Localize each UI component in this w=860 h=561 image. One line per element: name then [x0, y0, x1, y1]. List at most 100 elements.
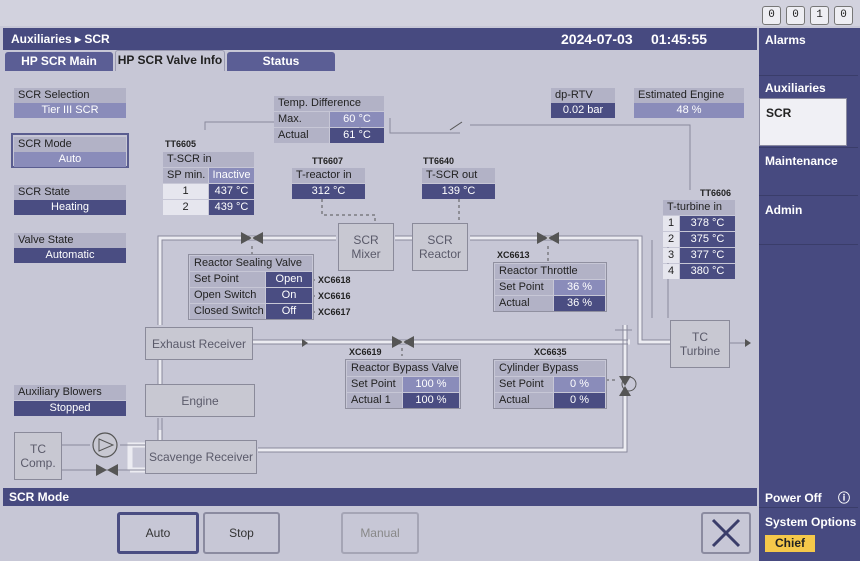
throttle-valve-tag: XC6613 — [497, 250, 530, 260]
breadcrumb: Auxiliaries ▸ SCR — [11, 32, 110, 46]
sidebar-item-alarms[interactable]: Alarms — [759, 28, 858, 76]
tscr-out-value: 139 °C — [422, 184, 495, 199]
tab-status[interactable]: Status — [227, 52, 335, 71]
cyl-bypass-valve-title: Cylinder Bypass Valve — [495, 361, 605, 389]
counter-1: 0 — [762, 6, 781, 25]
tscr-in-sp-label: SP min. — [163, 168, 208, 183]
manual-button[interactable]: Manual — [341, 512, 419, 554]
sidebar-item-admin[interactable]: Admin — [759, 197, 858, 245]
power-icon: ⓘ — [837, 491, 850, 505]
tscr-in-title: T-SCR in — [163, 152, 254, 167]
exhaust-receiver-block: Exhaust Receiver — [145, 327, 253, 360]
sealing-setpoint-value: Open — [266, 272, 312, 287]
tscr-in-row-2-num: 2 — [163, 200, 208, 215]
throttle-setpoint-label: Set Point — [495, 280, 553, 295]
tturbine-in-tag: TT6606 — [700, 188, 732, 198]
bypass-actual-label: Actual 1 — [347, 393, 402, 408]
tscr-out-title: T-SCR out — [422, 168, 495, 183]
scr-selection-value[interactable]: Tier III SCR — [14, 103, 126, 118]
power-off-button[interactable]: Power Off ⓘ — [759, 488, 858, 508]
scavenge-receiver-block: Scavenge Receiver — [145, 440, 257, 474]
cyl-bypass-valve-tag: XC6635 — [534, 347, 567, 357]
tturbine-row-4-num: 4 — [663, 264, 679, 279]
tc-comp-block: TC Comp. — [14, 432, 62, 480]
scr-selection-label: SCR Selection — [14, 88, 126, 103]
throttle-setpoint-value: 36 % — [554, 280, 605, 295]
engine-load-label: Estimated Engine Load — [634, 88, 744, 116]
sealing-closed-switch-tag: XC6617 — [318, 307, 351, 317]
counter-2: 0 — [786, 6, 805, 25]
temp-diff-title: Temp. Difference — [274, 96, 384, 111]
throttle-valve-title: Reactor Throttle Valve — [495, 264, 605, 292]
temp-diff-max-value[interactable]: 60 °C — [330, 112, 384, 127]
scr-state-value: Heating — [14, 200, 126, 215]
temp-diff-max-label: Max. — [274, 112, 329, 127]
tscr-out-tag: TT6640 — [423, 156, 455, 166]
system-options-label: System Options — [765, 515, 857, 529]
top-bar: 0 0 1 0 — [0, 0, 860, 26]
throttle-actual-value: 36 % — [554, 296, 605, 311]
scr-mode-value: Auto — [14, 152, 126, 167]
auto-button[interactable]: Auto — [117, 512, 199, 554]
tturbine-in-title: T-turbine in — [663, 200, 735, 215]
date: 2024-07-03 — [561, 31, 633, 47]
close-icon — [711, 518, 741, 548]
time: 01:45:55 — [651, 31, 708, 47]
dp-rtv-value: 0.02 bar — [551, 103, 615, 118]
sealing-open-switch-label: Open Switch — [190, 288, 265, 303]
cyl-bypass-actual-value: 0 % — [554, 393, 605, 408]
tab-hp-scr-valve-info[interactable]: HP SCR Valve Info — [115, 50, 225, 71]
power-off-label: Power Off — [765, 491, 822, 505]
user-badge: Chief — [765, 535, 815, 552]
tturbine-row-4-value: 380 °C — [680, 264, 735, 279]
tab-bar: HP SCR Main HP SCR Valve Info Status — [3, 50, 757, 71]
tscr-in-row-1-num: 1 — [163, 184, 208, 199]
cyl-bypass-setpoint-label: Set Point — [495, 377, 553, 392]
treactor-in-title: T-reactor in — [292, 168, 365, 183]
sidebar-item-maintenance[interactable]: Maintenance — [759, 148, 858, 196]
page-header: Auxiliaries ▸ SCR 2024-07-03 01:45:55 — [3, 28, 757, 50]
process-diagram — [62, 118, 751, 476]
aux-blowers-value: Stopped — [14, 401, 126, 416]
temp-diff-actual-label: Actual — [274, 128, 329, 143]
aux-blowers-label: Auxiliary Blowers — [14, 385, 126, 400]
bypass-actual-value: 100 % — [403, 393, 459, 408]
system-options-button[interactable]: System Options — [759, 510, 858, 560]
sealing-closed-switch-label: Closed Switch — [190, 304, 265, 319]
sealing-valve-title: Reactor Sealing Valve — [190, 256, 312, 271]
engine-load-value: 48 % — [634, 103, 744, 118]
treactor-in-tag: TT6607 — [312, 156, 344, 166]
bypass-setpoint-label: Set Point — [347, 377, 402, 392]
tturbine-row-2-num: 2 — [663, 232, 679, 247]
status-bar: SCR Mode — [3, 488, 757, 506]
tscr-in-row-2-value: 439 °C — [209, 200, 254, 215]
sealing-setpoint-label: Set Point — [190, 272, 265, 287]
close-button[interactable] — [701, 512, 751, 554]
valve-state-value: Automatic — [14, 248, 126, 263]
tturbine-row-3-value: 377 °C — [680, 248, 735, 263]
tturbine-row-3-num: 3 — [663, 248, 679, 263]
sealing-closed-switch-value: Off — [266, 304, 312, 319]
valve-state-label: Valve State — [14, 233, 126, 248]
sealing-open-switch-value: On — [266, 288, 312, 303]
dp-rtv-label: dp-RTV — [551, 88, 615, 103]
throttle-actual-label: Actual — [495, 296, 553, 311]
scr-mode-label: SCR Mode — [14, 137, 126, 152]
sidebar-item-scr[interactable]: SCR — [759, 98, 847, 146]
tscr-in-status: Inactive — [209, 168, 254, 183]
tab-hp-scr-main[interactable]: HP SCR Main — [5, 52, 113, 71]
tturbine-row-2-value: 375 °C — [680, 232, 735, 247]
tturbine-row-1-num: 1 — [663, 216, 679, 231]
scr-state-label: SCR State — [14, 185, 126, 200]
temp-diff-actual-value: 61 °C — [330, 128, 384, 143]
treactor-in-value: 312 °C — [292, 184, 365, 199]
counter-4: 0 — [834, 6, 853, 25]
stop-button[interactable]: Stop — [203, 512, 280, 554]
cyl-bypass-setpoint-value: 0 % — [554, 377, 605, 392]
bypass-valve-tag: XC6619 — [349, 347, 382, 357]
bypass-setpoint-value: 100 % — [403, 377, 459, 392]
sealing-setpoint-tag: XC6618 — [318, 275, 351, 285]
tscr-in-tag: TT6605 — [165, 139, 197, 149]
bypass-valve-title: Reactor Bypass Valve — [347, 361, 459, 376]
cyl-bypass-actual-label: Actual — [495, 393, 553, 408]
